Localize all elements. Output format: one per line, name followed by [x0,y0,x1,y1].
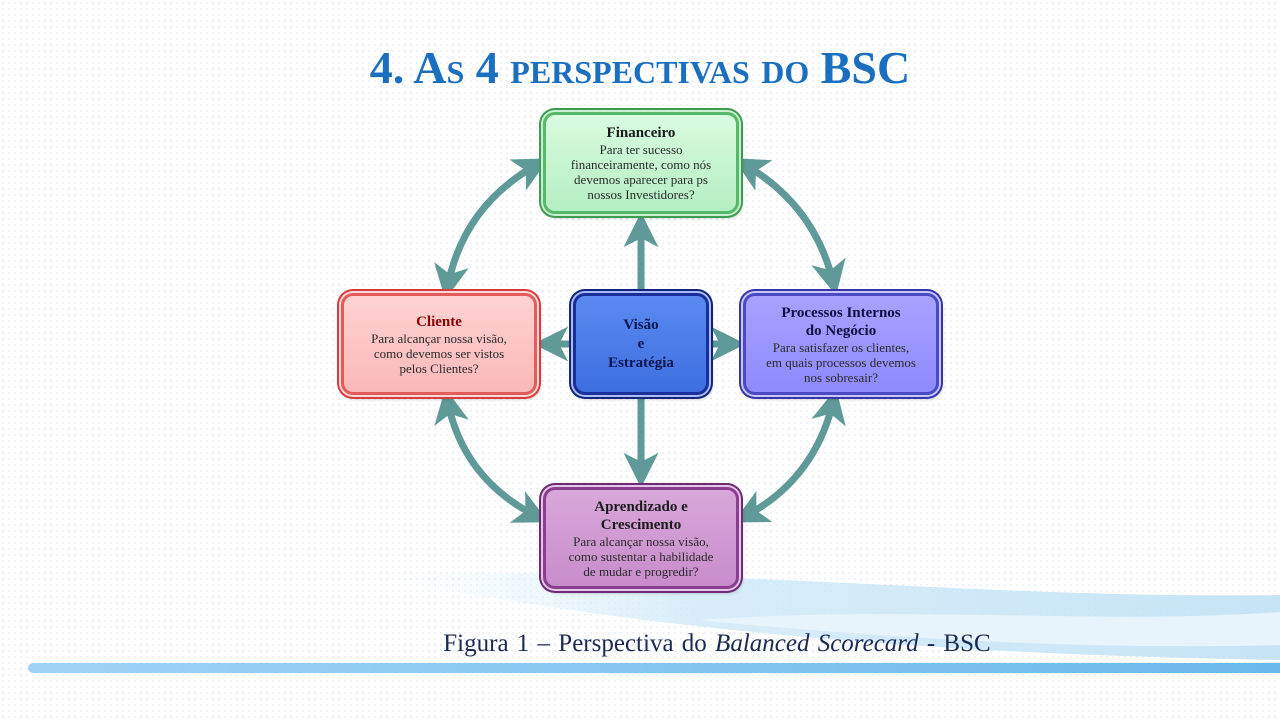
processos-line: nos sobresair? [803,369,878,385]
title-acronym: BSC [820,42,911,93]
cliente-line: pelos Clientes? [399,360,479,376]
aprendizado-title: Aprendizado e [594,498,688,515]
cliente-line: como devemos ser vistos [373,345,505,361]
arrow-financeiro-processos [733,158,846,296]
financeiro-line: nossos Investidores? [587,187,695,202]
arrow-cliente-financeiro [434,158,549,300]
title-digit: 4 [475,42,499,93]
title-first-rest: s [446,42,465,93]
aprendizado-line: como sustentar a habilidade [568,548,714,564]
caption-italic: Balanced Scorecard [715,630,919,657]
slide-title: 4. As 4 perspectivas do BSC [0,38,1280,98]
processos-line: em quais processos devemos [766,354,916,370]
arrow-aprendizado-cliente [434,388,549,523]
title-number: 4. [369,42,405,93]
title-rest: perspectivas do [510,42,810,93]
box-aprendizado-crescimento: Aprendizado e Crescimento Para alcançar … [543,487,739,589]
financeiro-line: financeiramente, como nós [570,157,712,172]
aprendizado-line: Para alcançar nossa visão, [573,533,709,549]
processos-line: Para satisfazer os clientes, [772,339,910,355]
financeiro-title: Financeiro [606,125,676,141]
caption-suffix: - BSC [926,630,991,657]
caption-prefix: Figura 1 – Perspectiva do [443,630,707,657]
cliente-title: Cliente [416,313,462,330]
visao-line: Visão [623,316,659,333]
visao-line: e [637,335,645,352]
box-visao-estrategia: Visão e Estratégia [573,293,709,395]
financeiro-line: devemos aparecer para ps [574,172,708,187]
processos-title: Processos Internos [781,304,901,321]
arrow-processos-aprendizado [733,388,846,523]
visao-line: Estratégia [608,354,674,371]
box-cliente: Cliente Para alcançar nossa visão, como … [341,293,537,395]
box-financeiro: Financeiro Para ter sucesso financeirame… [543,112,739,214]
aprendizado-line: de mudar e progredir? [583,563,699,579]
cliente-line: Para alcançar nossa visão, [371,330,507,346]
aprendizado-title: Crescimento [600,516,682,533]
financeiro-line: Para ter sucesso [599,142,683,157]
box-processos-internos: Processos Internos do Negócio Para satis… [743,293,939,395]
processos-title: do Negócio [805,322,877,339]
bottom-accent-bar [28,663,1280,673]
title-first-letter: A [413,42,447,93]
figure-caption: Figura 1 – Perspectiva do Balanced Score… [0,630,1280,658]
